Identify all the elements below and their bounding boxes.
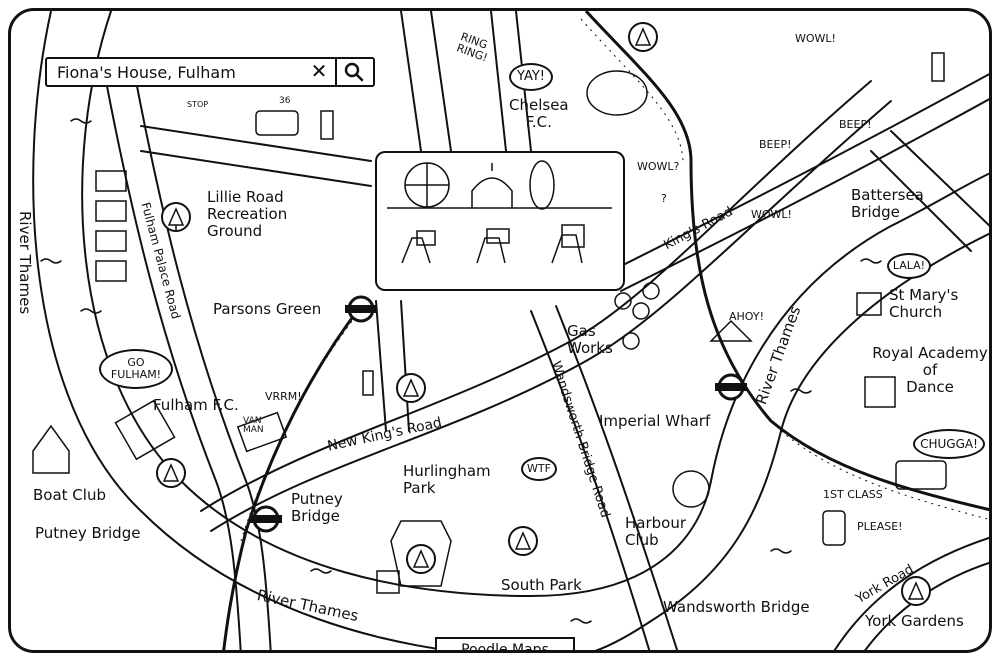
imperial-wharf-label: Imperial Wharf <box>599 412 711 430</box>
top-road <box>140 125 372 162</box>
first-class-label: 1ST CLASS <box>823 488 883 501</box>
train-icon <box>895 460 947 490</box>
york-road-path <box>833 536 989 650</box>
putney-bridge-road-label: Putney Bridge <box>35 524 141 542</box>
map-canvas[interactable] <box>11 11 992 653</box>
tube-station-putney-bridge[interactable] <box>250 505 282 533</box>
anchor-icon <box>672 470 710 508</box>
boat-club-icon <box>32 424 70 474</box>
fulham-fc-label: Fulham F.C. <box>153 396 239 414</box>
lillie-road-label: Lillie Road Recreation Ground <box>207 188 288 240</box>
wandsworth-bridge-road-path <box>530 310 651 650</box>
river-outer-west <box>32 11 454 650</box>
putney-bridge-station-label: Putney Bridge <box>291 490 343 525</box>
stop-sign-text: STOP <box>187 100 209 109</box>
st-marys-church-label: St Mary's Church <box>889 286 959 321</box>
beep-1-text: BEEP! <box>759 138 792 151</box>
please-label: PLEASE! <box>857 520 903 533</box>
search-input[interactable] <box>47 59 305 85</box>
battersea-bridge-path <box>890 130 989 227</box>
river-east-bank <box>594 232 989 650</box>
lala-bubble: LALA! <box>887 253 931 279</box>
hurlingham-shield-icon <box>390 520 452 587</box>
bus-icon <box>255 110 299 136</box>
chugga-bubble: CHUGGA! <box>913 429 985 459</box>
ahoy-text: AHOY! <box>729 310 764 323</box>
hurlingham-park-label: Hurlingham Park <box>403 462 491 497</box>
close-icon[interactable]: ✕ <box>310 59 328 83</box>
york-gardens-label: York Gardens <box>865 612 964 630</box>
railway-north <box>584 11 989 512</box>
fulham-palace-road <box>105 80 242 650</box>
new-kings-road-path <box>200 80 872 512</box>
wtf-bubble: WTF <box>521 457 557 481</box>
tube-station-parsons-green[interactable] <box>345 295 377 323</box>
boat-club-label: Boat Club <box>33 486 106 504</box>
parsons-green-label: Parsons Green <box>213 300 322 318</box>
van-man-text: VAN MAN <box>243 416 264 435</box>
postbox-icon <box>822 510 846 546</box>
promo-panel[interactable] <box>375 151 625 291</box>
south-park-label: South Park <box>501 576 582 594</box>
vrrm-text: VRRM! <box>265 390 302 403</box>
river-west-bank <box>81 11 989 598</box>
wowl-question-text: WOWL? <box>637 160 680 173</box>
chelsea-fc-stadium-icon <box>586 70 648 116</box>
fulham-fc-stadium-icon <box>114 399 176 461</box>
search-icon <box>344 62 364 82</box>
bus-number: 36 <box>279 96 291 106</box>
harbour-club-label: Harbour Club <box>625 514 687 549</box>
search-bar: ✕ <box>45 57 375 87</box>
search-button[interactable] <box>335 59 373 85</box>
wowl-top-text: WOWL! <box>795 32 836 45</box>
royal-academy-label: Royal Academy of Dance <box>872 344 988 396</box>
wowl-mid-text: WOWL! <box>751 208 792 221</box>
london-skyline-icon <box>387 160 612 264</box>
church-icon <box>856 292 882 316</box>
poodle-maps-brand: Poodle Maps <box>435 637 575 650</box>
traffic-light-icon <box>320 110 334 140</box>
map-frame: ✕ River Thames Fulham Palace Road Lillie… <box>8 8 992 653</box>
kings-road-path <box>610 73 989 272</box>
question-mark-text: ? <box>661 192 667 205</box>
river-thames-west-label: River Thames <box>16 211 34 315</box>
wandsworth-bridge-label: Wandsworth Bridge <box>663 598 810 616</box>
yay-bubble: YAY! <box>509 63 553 91</box>
gas-works-label: Gas Works <box>567 322 613 357</box>
battersea-bridge-label: Battersea Bridge <box>851 186 924 221</box>
van-icon <box>236 411 288 453</box>
chelsea-fc-label: Chelsea F.C. <box>509 96 569 131</box>
beep-2-text: BEEP! <box>839 118 872 131</box>
go-fulham-bubble: GO FULHAM! <box>99 349 173 389</box>
tube-station-imperial-wharf[interactable] <box>715 373 747 401</box>
